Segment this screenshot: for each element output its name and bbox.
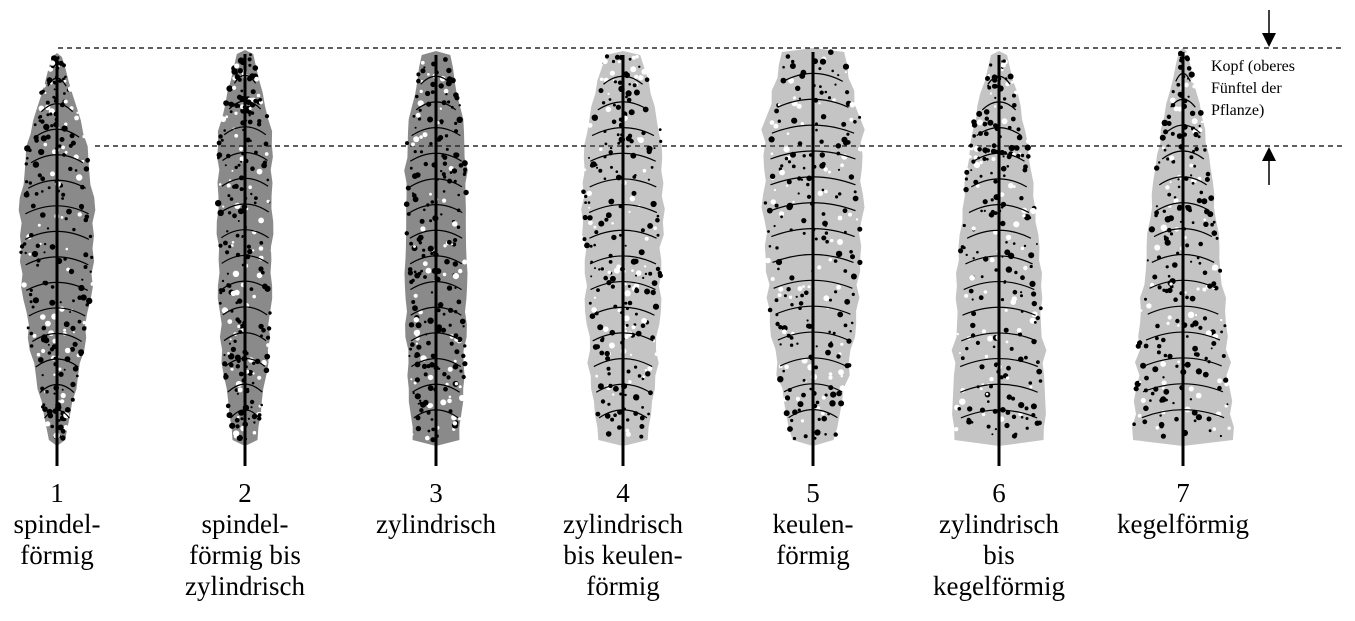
shape-caption-4: 4 zylindrisch bis keulen- förmig	[528, 478, 718, 602]
shape-caption-3: 3 zylindrisch	[341, 478, 531, 540]
head-annotation-line: Pflanze)	[1211, 100, 1351, 122]
shape-label-line: bis	[904, 540, 1094, 571]
tree-5	[761, 48, 864, 466]
tree-4	[581, 51, 665, 466]
shape-number: 4	[528, 478, 718, 509]
shape-label-line: zylindrisch	[341, 509, 531, 540]
shape-caption-6: 6 zylindrisch bis kegelförmig	[904, 478, 1094, 602]
shape-number: 7	[1088, 478, 1278, 509]
shape-number: 5	[718, 478, 908, 509]
shape-caption-2: 2 spindel- förmig bis zylindrisch	[150, 478, 340, 602]
shape-label-line: keulen-	[718, 509, 908, 540]
shape-label-line: zylindrisch	[904, 509, 1094, 540]
shape-number: 2	[150, 478, 340, 509]
shape-label-line: förmig	[528, 571, 718, 602]
shape-label-line: kegelförmig	[904, 571, 1094, 602]
shape-caption-7: 7 kegelförmig	[1088, 478, 1278, 540]
arrow-up-icon	[1262, 147, 1276, 185]
shape-caption-5: 5 keulen- förmig	[718, 478, 908, 571]
head-annotation-line: Fünftel der	[1211, 78, 1351, 100]
shape-number: 6	[904, 478, 1094, 509]
shape-label-line: kegelförmig	[1088, 509, 1278, 540]
shape-label-line: förmig	[0, 540, 152, 571]
shape-label-line: spindel-	[0, 509, 152, 540]
shape-label-line: förmig bis	[150, 540, 340, 571]
shape-caption-1: 1 spindel- förmig	[0, 478, 152, 571]
tree-6	[952, 51, 1047, 466]
arrow-down-icon	[1262, 10, 1276, 47]
shape-label-line: spindel-	[150, 509, 340, 540]
shape-number: 1	[0, 478, 152, 509]
head-annotation: Kopf (oberes Fünftel der Pflanze)	[1211, 56, 1351, 122]
shape-label-line: zylindrisch	[528, 509, 718, 540]
head-annotation-line: Kopf (oberes	[1211, 56, 1351, 78]
tree-1	[19, 53, 96, 466]
shape-label-line: förmig	[718, 540, 908, 571]
shape-number: 3	[341, 478, 531, 509]
shape-label-line: zylindrisch	[150, 571, 340, 602]
tree-2	[215, 50, 274, 466]
shape-label-line: bis keulen-	[528, 540, 718, 571]
tree-3	[404, 51, 469, 466]
